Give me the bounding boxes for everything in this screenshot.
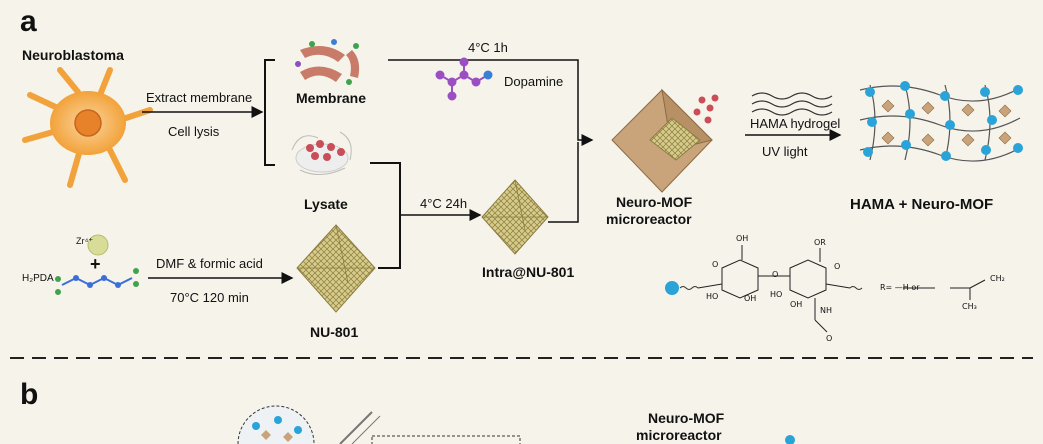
label-uv-light: UV light bbox=[762, 144, 808, 159]
label-neuro-mof: Neuro-MOF bbox=[616, 194, 693, 210]
label-nu801: NU-801 bbox=[310, 324, 359, 340]
mol-ch2: CH₂ bbox=[990, 274, 1005, 283]
zr-ion-icon bbox=[87, 234, 109, 256]
label-dopamine: Dopamine bbox=[504, 74, 564, 89]
hama-structure-icon bbox=[665, 245, 986, 333]
label-temp-120: 70°C 120 min bbox=[170, 290, 249, 305]
mol-or: OR bbox=[814, 238, 826, 247]
mol-ch3: CH₃ bbox=[962, 302, 977, 311]
bracket-split bbox=[264, 59, 275, 166]
label-plus: + bbox=[90, 254, 101, 274]
mol-o-4: O bbox=[826, 334, 833, 343]
lysate-icon bbox=[291, 131, 352, 175]
arrow-intra-path bbox=[548, 142, 579, 223]
neuro-mof-icon bbox=[611, 88, 719, 193]
mol-oh-3: OH bbox=[790, 300, 803, 309]
hydrogel-network-icon bbox=[859, 81, 1023, 162]
hama-wave-icon bbox=[751, 92, 833, 116]
label-microreactor: microreactor bbox=[606, 211, 692, 227]
label-hama-hydrogel: HAMA hydrogel bbox=[750, 116, 841, 131]
label-dmf: DMF & formic acid bbox=[156, 256, 263, 271]
arrow-membrane-path bbox=[388, 59, 594, 146]
label-zr: Zr⁴⁺ bbox=[76, 236, 94, 246]
membrane-fragment-icon bbox=[295, 39, 360, 85]
mol-ho-1: HO bbox=[706, 292, 719, 301]
mol-o-3: O bbox=[834, 262, 841, 271]
mol-nh: NH bbox=[820, 306, 832, 315]
intra-nu801-mof-icon bbox=[481, 179, 549, 255]
label-lysate: Lysate bbox=[304, 196, 348, 212]
label-membrane: Membrane bbox=[296, 90, 367, 106]
bracket-lysate-nu801 bbox=[370, 162, 401, 269]
label-hama-neuro-mof: HAMA + Neuro-MOF bbox=[850, 196, 994, 213]
nu801-mof-icon bbox=[296, 224, 376, 313]
mol-o-2: O bbox=[772, 270, 779, 279]
label-h2pda: H₂PDA bbox=[22, 273, 54, 284]
neuroblastoma-cell-icon bbox=[22, 67, 153, 188]
h2pda-linker-icon bbox=[55, 268, 139, 295]
mol-ho-2: HO bbox=[770, 290, 783, 299]
label-extract-membrane: Extract membrane bbox=[146, 90, 253, 105]
label-b-neuro-mof: Neuro-MOF bbox=[648, 410, 725, 426]
label-b-microreactor: microreactor bbox=[636, 427, 722, 443]
label-intra-nu801: Intra@NU-801 bbox=[482, 264, 575, 280]
mol-oh-1: OH bbox=[736, 234, 749, 243]
label-cell-lysis: Cell lysis bbox=[168, 124, 220, 139]
mol-o-1: O bbox=[712, 260, 719, 269]
label-neuroblastoma: Neuroblastoma bbox=[22, 47, 124, 63]
panel-label-a: a bbox=[20, 5, 37, 38]
label-temp-1h: 4°C 1h bbox=[468, 40, 508, 55]
mol-r-definition: R= —H or bbox=[880, 283, 920, 292]
panel-label-b: b bbox=[20, 378, 39, 411]
label-temp-24h: 4°C 24h bbox=[420, 196, 468, 211]
mol-oh-2: OH bbox=[744, 294, 757, 303]
dopamine-molecule-icon bbox=[435, 57, 493, 101]
panel-b-hydrogel-zoom-icon bbox=[237, 405, 795, 444]
